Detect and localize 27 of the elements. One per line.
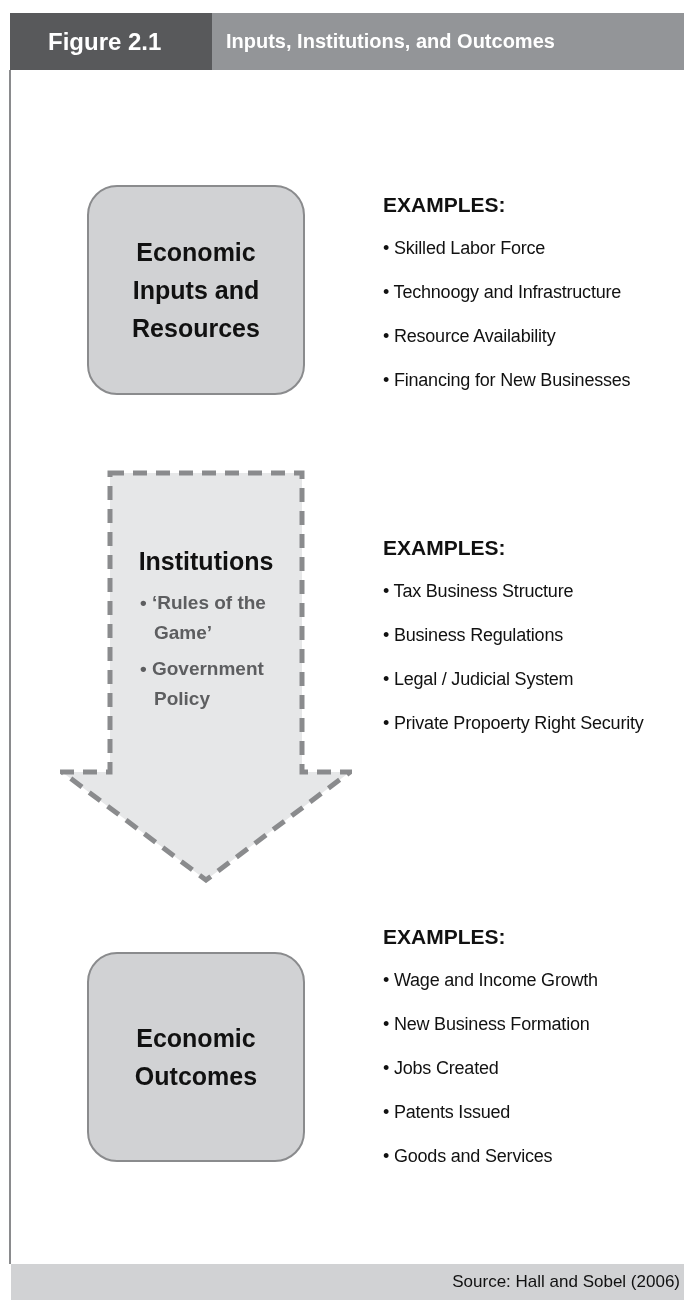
figure-number: Figure 2.1 [10,13,212,70]
list-item: • Patents Issued [383,1102,511,1123]
node-title: Institutions [137,546,275,577]
list-item: • Resource Availability [383,326,556,347]
bullet-point: • ‘Rules of the Game’ [140,591,267,645]
list-item: • Legal / Judicial System [383,669,574,690]
list-item: • Goods and Services [383,1146,553,1167]
list-item: • Technoogy and Infrastructure [383,282,622,303]
header-title: Inputs, Institutions, and Outcomes [212,13,684,70]
examples-heading: EXAMPLES: [383,536,506,560]
list-item: • Private Propoerty Right Security [383,713,644,734]
rounded-box [87,185,305,395]
examples-heading: EXAMPLES: [383,193,506,217]
list-item: • Financing for New Businesses [383,370,631,391]
dashed-arrow-shape [60,470,352,883]
list-item: • Jobs Created [383,1058,499,1079]
list-item: • Skilled Labor Force [383,238,546,259]
source-caption: Source: Hall and Sobel (2006) [11,1264,684,1300]
bullet-point: • Government Policy [140,657,265,711]
box-title: Economic Inputs and Resources [131,237,261,344]
examples-heading: EXAMPLES: [383,925,506,949]
box-title: Economic Outcomes [133,1023,259,1092]
list-item: • Business Regulations [383,625,563,646]
rounded-box [87,952,305,1162]
list-item: • New Business Formation [383,1014,590,1035]
list-item: • Wage and Income Growth [383,970,598,991]
list-item: • Tax Business Structure [383,581,574,602]
